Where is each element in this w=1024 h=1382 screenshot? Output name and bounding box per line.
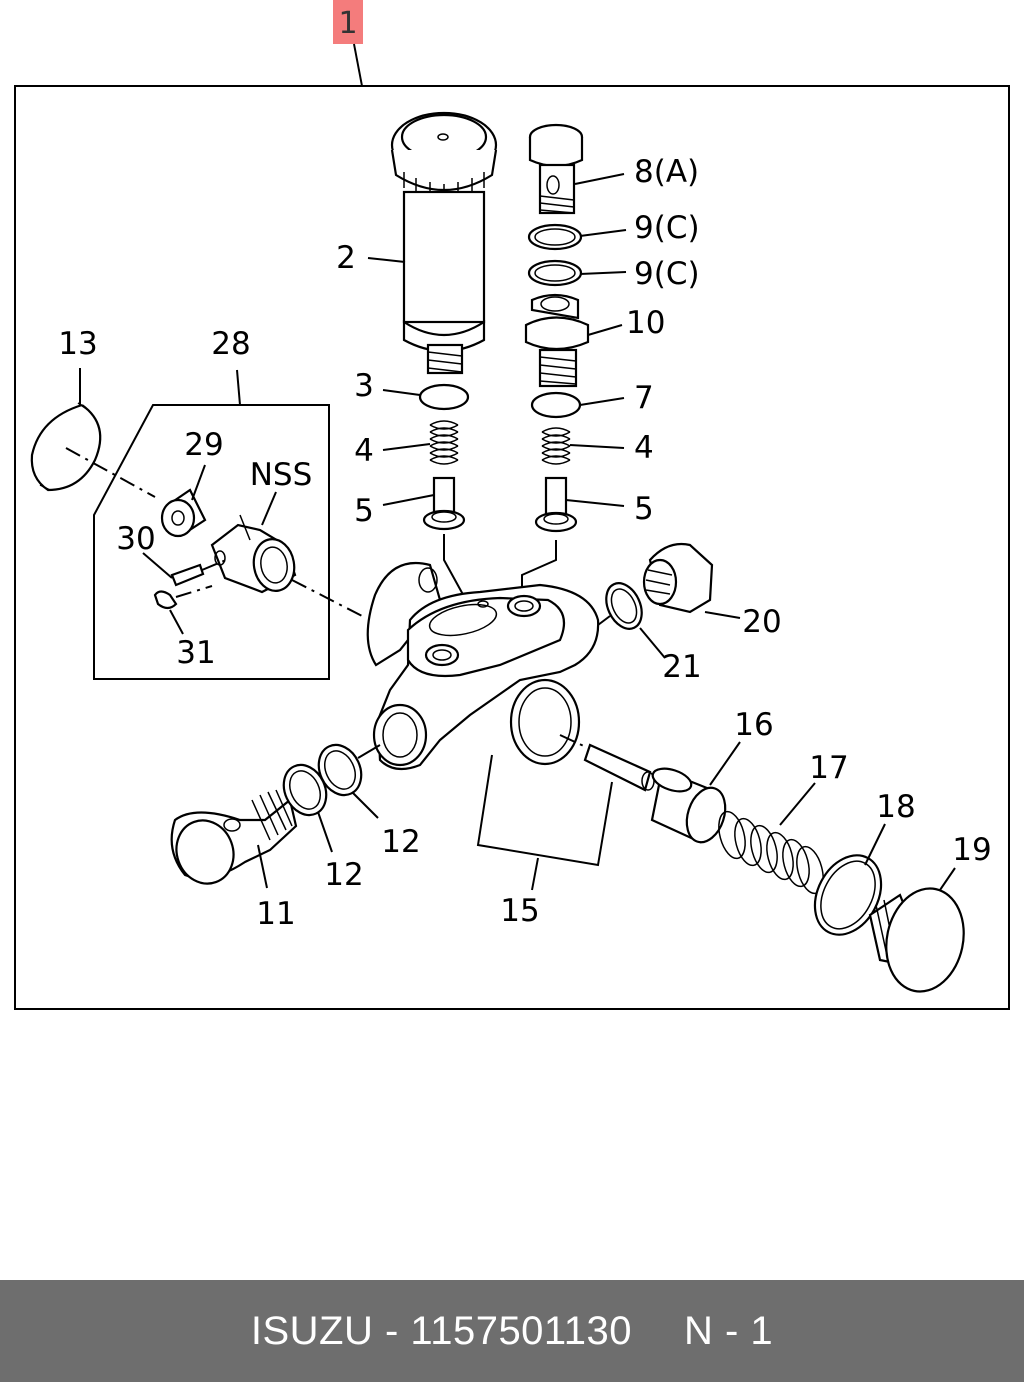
part-roller	[160, 488, 207, 538]
callout-4-left: 4	[354, 433, 374, 469]
part-spring-left	[429, 420, 459, 465]
part-valve-left	[422, 476, 466, 531]
part-pump-body	[366, 561, 600, 771]
part-pin-31	[153, 590, 178, 610]
callout-11: 11	[256, 896, 295, 932]
callout-31: 31	[176, 635, 215, 671]
callout-8: 8(A)	[634, 154, 699, 190]
part-hand-primer	[390, 111, 498, 375]
callout-2: 2	[336, 240, 356, 276]
footer-brand: ISUZU	[250, 1308, 374, 1353]
main-callout-badge	[333, 0, 363, 44]
callout-20: 20	[742, 604, 781, 640]
callout-21: 21	[662, 649, 701, 685]
part-plug	[642, 542, 714, 614]
callout-30: 30	[116, 521, 155, 557]
callout-15: 15	[500, 893, 539, 929]
leader-lines	[79, 173, 956, 891]
part-pin-30	[170, 563, 205, 587]
callout-16: 16	[734, 707, 773, 743]
part-spring-right	[541, 427, 571, 465]
part-nss-tappet	[210, 514, 297, 594]
callout-10: 10	[626, 305, 665, 341]
main-callout-label: 1	[338, 6, 357, 41]
part-banjo-bolt	[170, 789, 298, 885]
callout-19: 19	[952, 832, 991, 868]
callout-17: 17	[809, 750, 848, 786]
part-spring-large	[718, 810, 824, 895]
callout-13: 13	[58, 326, 97, 362]
callout-9-bottom: 9(C)	[634, 256, 700, 292]
callout-29: 29	[184, 427, 223, 463]
footer-separator: -	[384, 1308, 399, 1353]
callout-9-top: 9(C)	[634, 210, 700, 246]
part-snap-ring	[30, 403, 102, 492]
part-sleeve	[650, 767, 727, 844]
part-number-footer: ISUZU - 1157501130 N - 1	[0, 1280, 1024, 1382]
part-washer-12b	[317, 743, 363, 797]
callout-nss: NSS	[250, 457, 313, 493]
callout-4-right: 4	[634, 430, 654, 466]
parts-diagram: 1	[14, 0, 1010, 1010]
part-adapter	[524, 293, 590, 388]
part-eye-bolt	[528, 123, 584, 215]
diagram-frame	[14, 85, 1010, 1010]
callout-5-right: 5	[634, 491, 654, 527]
callout-12-left: 12	[324, 857, 363, 893]
part-pin	[583, 743, 655, 792]
callout-18: 18	[876, 789, 915, 825]
part-cap	[868, 887, 965, 993]
callout-28: 28	[211, 326, 250, 362]
callout-7: 7	[634, 380, 654, 416]
part-washer-21	[605, 582, 643, 630]
callout-12-right: 12	[381, 824, 420, 860]
kit-box-28	[93, 404, 330, 680]
part-oring-7	[530, 391, 582, 419]
footer-page-label: N - 1	[683, 1308, 774, 1353]
part-oring-3	[418, 383, 470, 411]
footer-part-number: 1157501130	[410, 1308, 632, 1353]
part-valve-right	[534, 476, 578, 533]
callout-5-left: 5	[354, 493, 374, 529]
callout-3: 3	[354, 368, 374, 404]
